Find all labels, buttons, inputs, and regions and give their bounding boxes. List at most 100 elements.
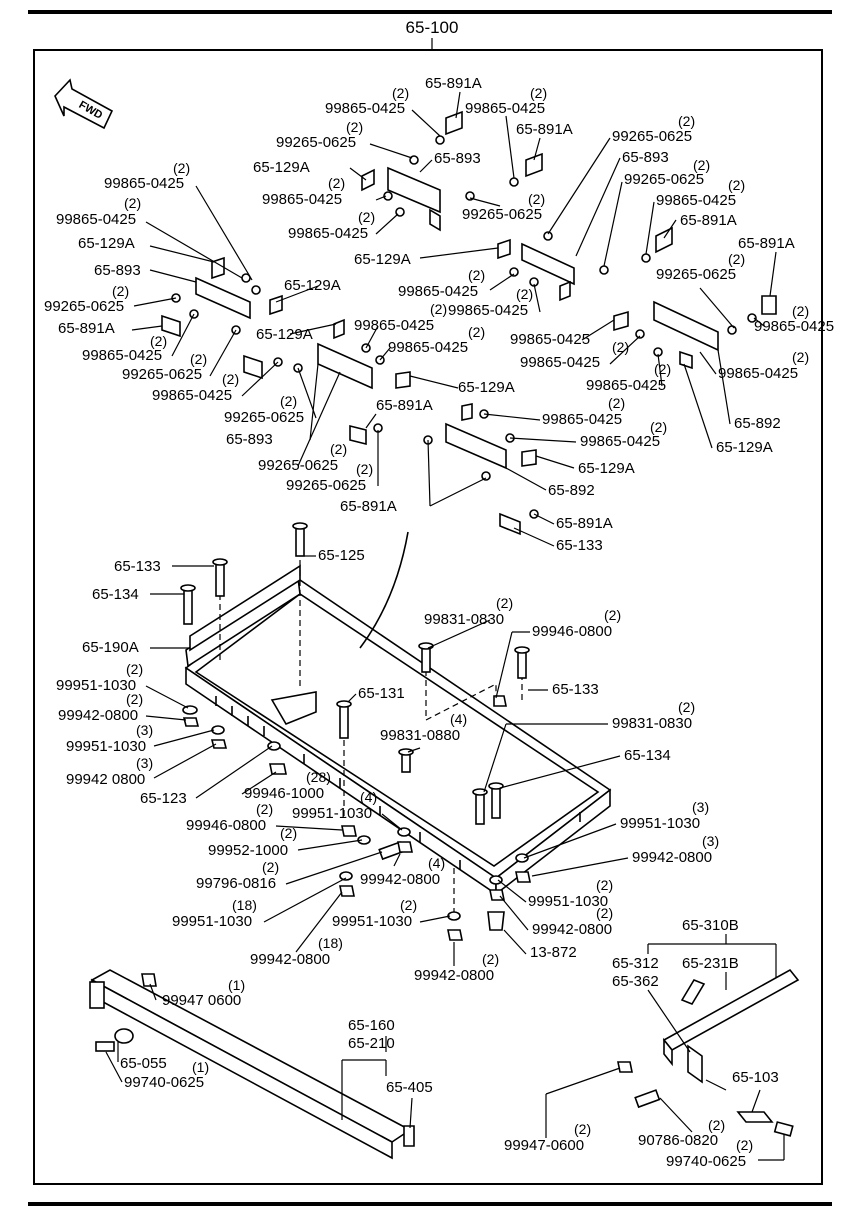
part-label-l64: 99831-0880: [380, 727, 460, 744]
leader-lines: [105, 91, 785, 1161]
part-label-l46: 99265-0625: [224, 409, 304, 426]
part-label-l78: 99951-1030: [332, 913, 412, 930]
bottom-left-member: [89, 969, 415, 1160]
bottom-right-rail: [617, 968, 800, 1137]
qty-l41: (2): [654, 361, 671, 377]
qty-l95: (2): [708, 1117, 725, 1133]
part-label-l80: 99942-0800: [250, 951, 330, 968]
part-label-l74: 99796-0816: [196, 875, 276, 892]
qty-l65: (3): [136, 755, 153, 771]
part-label-l16: 99865-0425: [56, 211, 136, 228]
part-label-l85: 65-231B: [682, 955, 739, 972]
qty-l74: (2): [262, 859, 279, 875]
part-label-l89: 65-210: [348, 1035, 395, 1052]
qty-l91: (1): [192, 1059, 209, 1075]
qty-l13: (2): [528, 191, 545, 207]
part-label-l87: 99947 0600: [162, 992, 241, 1009]
qty-l12: (2): [328, 175, 345, 191]
part-label-l47: 65-892: [548, 482, 595, 499]
pointer-curve: [359, 531, 409, 649]
diagram-title: 65-100: [406, 18, 459, 37]
qty-l46: (2): [280, 393, 297, 409]
qty-l3: (2): [530, 85, 547, 101]
part-label-l31: 99865-0425: [510, 331, 590, 348]
part-label-l60: 99942-0800: [58, 707, 138, 724]
qty-l71: (3): [692, 799, 709, 815]
qty-l31: (2): [468, 324, 485, 340]
part-label-l76: 99951-1030: [528, 893, 608, 910]
part-label-l30: 65-129A: [256, 326, 313, 343]
fwd-arrow-icon: FWD: [54, 78, 114, 130]
qty-l50: (2): [650, 419, 667, 435]
part-label-l88: 65-160: [348, 1017, 395, 1034]
plate-3: [655, 226, 673, 254]
frame-bolts: [180, 522, 530, 861]
part-label-l15: 65-891A: [680, 212, 737, 229]
qty-l80: (18): [318, 935, 343, 951]
part-label-l52b: 65-133: [114, 558, 161, 575]
part-label-l2: 99865-0425: [325, 100, 405, 117]
part-label-l20: 99265-0625: [656, 266, 736, 283]
channel-bracket-3: [317, 342, 373, 390]
part-label-l10: 99265-0625: [624, 171, 704, 188]
qty-l42: (2): [222, 371, 239, 387]
part-label-l39: 65-129A: [578, 460, 635, 477]
part-label-l42: 99865-0425: [152, 387, 232, 404]
channel-bracket-6: [445, 422, 507, 470]
part-label-l56: 99831-0830: [424, 611, 504, 628]
part-label-l55: 65-190A: [82, 639, 139, 656]
part-label-l54: 65-134: [92, 586, 139, 603]
qty-l79: (2): [596, 905, 613, 921]
qty-l7: (2): [678, 113, 695, 129]
qty-l57: (2): [604, 607, 621, 623]
part-label-l4: 65-891A: [516, 121, 573, 138]
part-label-l9: 65-893: [622, 149, 669, 166]
part-label-l66: 65-134: [624, 747, 671, 764]
bracket-cluster: [161, 110, 777, 536]
plate-5: [161, 314, 181, 338]
qty-l29: (2): [792, 303, 809, 319]
qty-l69: (2): [256, 801, 273, 817]
part-label-l33: 65-892: [734, 415, 781, 432]
qty-l56: (2): [496, 595, 513, 611]
qty-l48: (2): [608, 395, 625, 411]
part-label-l32b: 99865-0425: [82, 347, 162, 364]
part-label-l79: 99942-0800: [532, 921, 612, 938]
plate-2: [525, 152, 543, 178]
part-label-l83: 65-310B: [682, 917, 739, 934]
plate-1: [445, 110, 463, 136]
part-label-l51: 65-891A: [556, 515, 613, 532]
part-label-l12: 99865-0425: [262, 191, 342, 208]
channel-bracket-4: [521, 242, 575, 286]
part-label-l25: 99265-0625: [44, 298, 124, 315]
part-label-l38: 99265-0625: [286, 477, 366, 494]
part-label-l34: 99865-0425: [520, 354, 600, 371]
part-label-l94: 99947-0600: [504, 1137, 584, 1154]
qty-l34: (2): [612, 339, 629, 355]
qty-l75: (4): [428, 855, 445, 871]
part-label-l67: 65-123: [140, 790, 187, 807]
part-label-l7: 99265-0625: [612, 128, 692, 145]
part-label-l40: 65-129A: [716, 439, 773, 456]
part-label-l50: 99865-0425: [580, 433, 660, 450]
part-label-l62: 99831-0830: [612, 715, 692, 732]
qty-l36: (2): [792, 349, 809, 365]
part-label-l82: 13-872: [530, 944, 577, 961]
qty-l94: (2): [574, 1121, 591, 1137]
qty-l68: (28): [306, 769, 331, 785]
qty-l78: (2): [400, 897, 417, 913]
part-label-l5: 99265-0625: [276, 134, 356, 151]
diagram-frame: [33, 49, 823, 1185]
part-label-l73: 99942-0800: [632, 849, 712, 866]
part-label-l32: 99865-0425: [388, 339, 468, 356]
part-label-l70: 99951-1030: [292, 805, 372, 822]
part-label-l92: 65-405: [386, 1079, 433, 1096]
part-label-l59: 65-133: [552, 681, 599, 698]
part-label-l14: 99865-0425: [656, 192, 736, 209]
part-label-l86: 65-362: [612, 973, 659, 990]
part-label-l35: 99265-0625: [122, 366, 202, 383]
qty-l70: (4): [360, 789, 377, 805]
part-label-l69: 99946-0800: [186, 817, 266, 834]
channel-bracket-2: [195, 276, 251, 320]
